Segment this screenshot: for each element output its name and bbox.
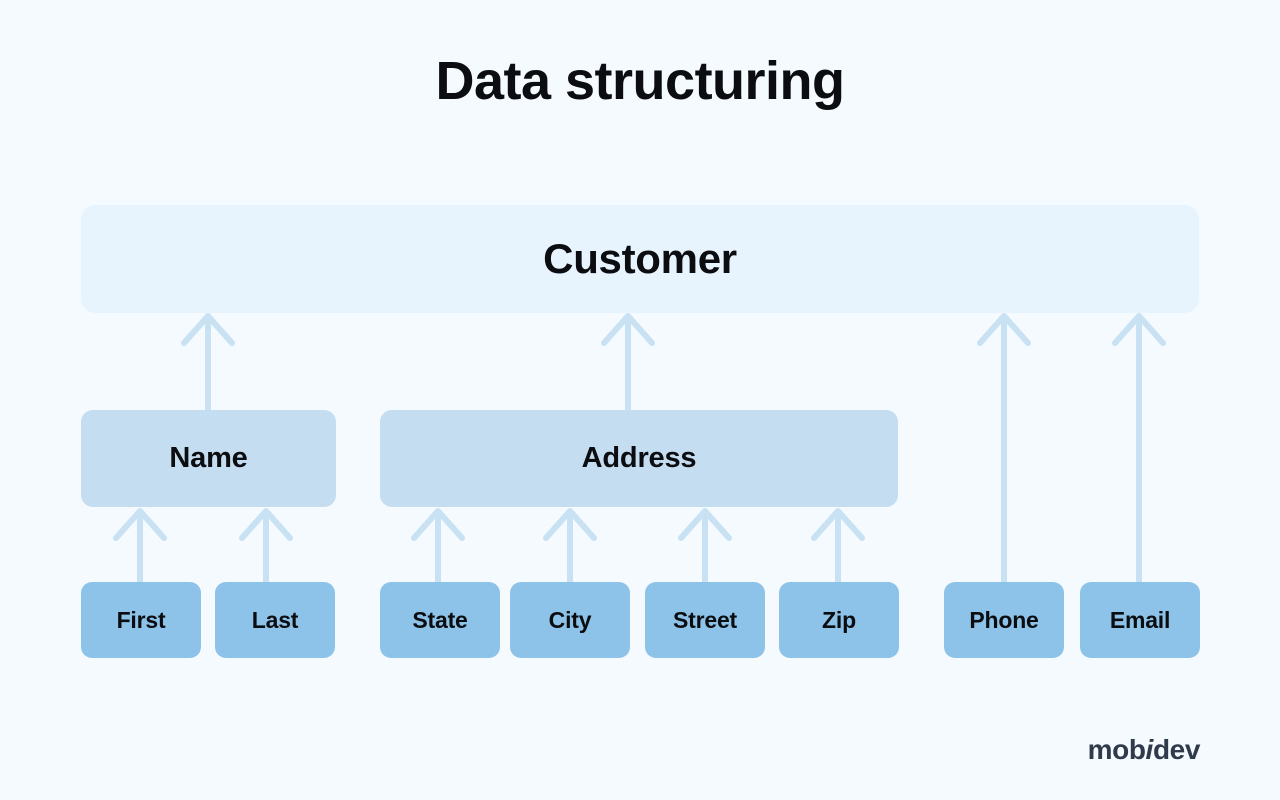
arrow-head [1112, 313, 1166, 346]
page-title: Data structuring [435, 51, 845, 111]
arrow-head [181, 313, 235, 346]
node-label-name: Name [169, 442, 248, 474]
node-phone[interactable]: Phone [944, 582, 1064, 658]
node-label-phone: Phone [969, 606, 1039, 633]
arrow-first-to-name [113, 508, 167, 582]
arrow-name-to-customer [181, 313, 235, 410]
logo-text-before: mob [1087, 734, 1146, 765]
node-name[interactable]: Name [81, 410, 336, 507]
arrow-head [678, 508, 732, 541]
logo-text-after: dev [1152, 734, 1200, 765]
arrow-head [811, 508, 865, 541]
arrow-last-to-name [239, 508, 293, 582]
node-state[interactable]: State [380, 582, 500, 658]
node-label-city: City [548, 606, 592, 633]
node-first[interactable]: First [81, 582, 201, 658]
node-street[interactable]: Street [645, 582, 765, 658]
arrow-head [543, 508, 597, 541]
node-label-street: Street [673, 606, 737, 633]
arrow-address-to-customer [601, 313, 655, 410]
node-city[interactable]: City [510, 582, 630, 658]
node-last[interactable]: Last [215, 582, 335, 658]
node-label-last: Last [251, 606, 299, 633]
arrow-head [977, 313, 1031, 346]
node-email[interactable]: Email [1080, 582, 1200, 658]
arrow-email-to-customer [1112, 313, 1166, 582]
node-label-address: Address [581, 442, 697, 474]
node-label-email: Email [1109, 606, 1171, 633]
arrow-head [239, 508, 293, 541]
node-label-zip: Zip [822, 606, 856, 633]
node-label-state: State [412, 606, 468, 633]
arrow-zip-to-address [811, 508, 865, 582]
arrow-head [601, 313, 655, 346]
node-zip[interactable]: Zip [779, 582, 899, 658]
node-label-customer: Customer [543, 235, 737, 282]
node-label-first: First [116, 606, 166, 633]
arrow-state-to-address [411, 508, 465, 582]
arrow-city-to-address [543, 508, 597, 582]
arrow-head [411, 508, 465, 541]
logo-text-italic-i: i [1145, 734, 1154, 765]
arrow-phone-to-customer [977, 313, 1031, 582]
node-customer[interactable]: Customer [81, 205, 1199, 313]
node-address[interactable]: Address [380, 410, 898, 507]
mobidev-logo: mobidev [1087, 734, 1201, 766]
arrow-head [113, 508, 167, 541]
arrow-street-to-address [678, 508, 732, 582]
